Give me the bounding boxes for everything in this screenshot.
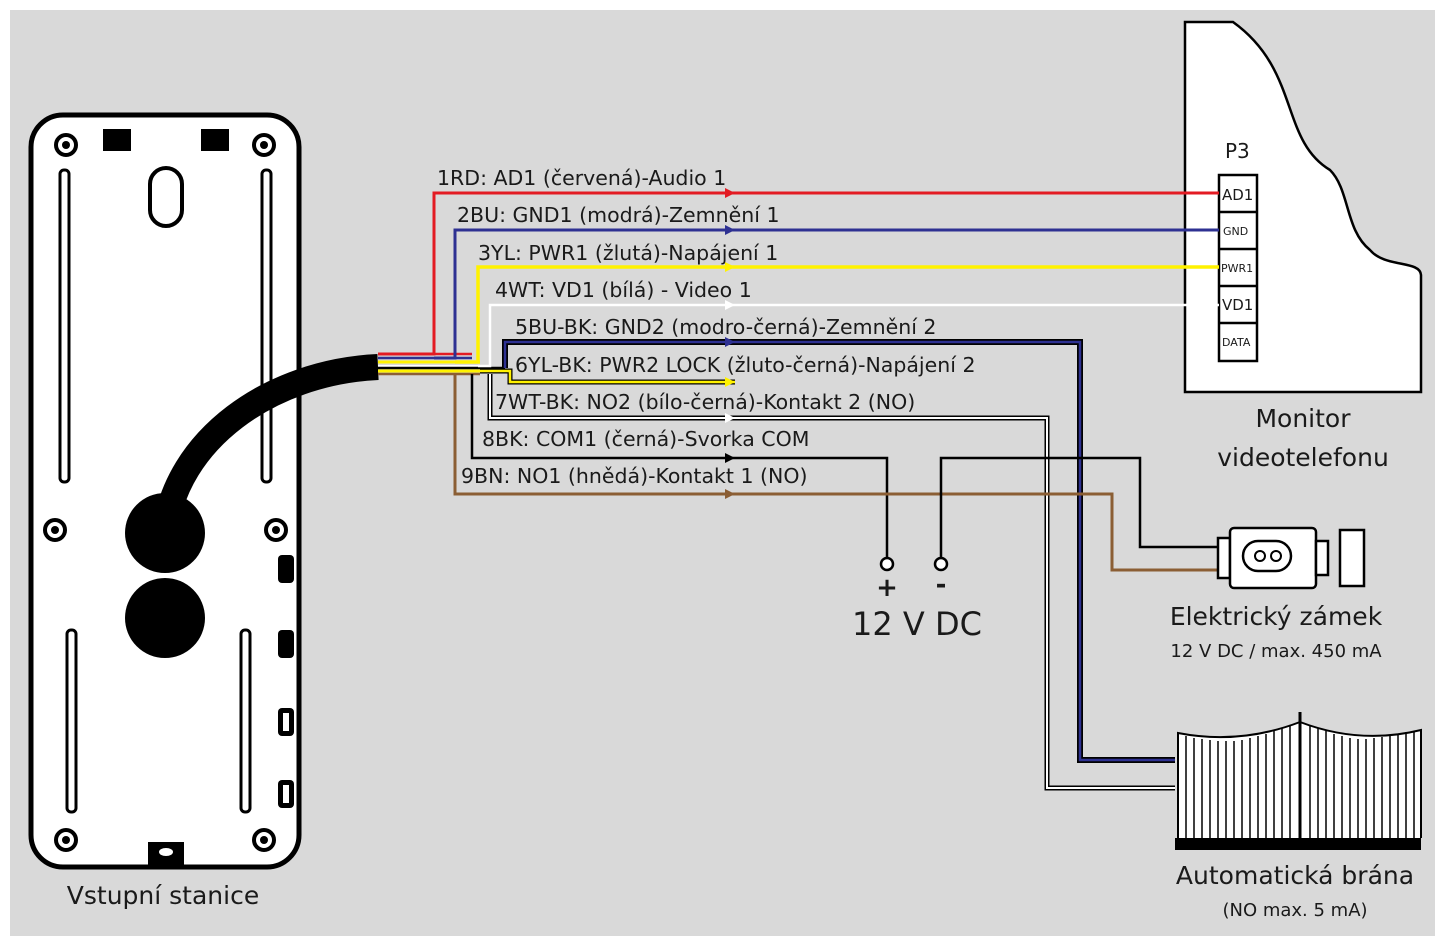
gate-spec: (NO max. 5 mA): [1222, 900, 1367, 921]
wire-power-minus: [939, 456, 1218, 558]
wire-2BU: [434, 228, 1219, 360]
monitor-caption-line1: Monitor: [1255, 404, 1351, 433]
monitor: [1183, 20, 1423, 394]
wire-9BN: [453, 374, 1218, 572]
power-label: 12 V DC: [852, 605, 982, 643]
wire-4WT: [478, 303, 1219, 368]
power-minus: -: [936, 570, 947, 600]
wire-label-2BU: 2BU: GND1 (modrá)-Zemnění 1: [457, 203, 780, 227]
screw-icon: [252, 133, 276, 157]
wire-label-5BU-BK: 5BU-BK: GND2 (modro-černá)-Zemnění 2: [515, 315, 936, 339]
station-caption: Vstupní stanice: [67, 881, 259, 910]
arrow-icons: [725, 188, 735, 499]
port-PWR1: PWR1: [1221, 262, 1253, 275]
port-GND: GND: [1223, 225, 1248, 238]
port-AD1: AD1: [1222, 186, 1253, 204]
wire-label-4WT: 4WT: VD1 (bílá) - Video 1: [495, 278, 752, 302]
wire-3YL: [455, 265, 1219, 364]
wire-label-1RD: 1RD: AD1 (červená)-Audio 1: [437, 166, 726, 190]
lock-spec: 12 V DC / max. 450 mA: [1170, 641, 1382, 662]
monitor-caption-line2: videotelefonu: [1217, 443, 1389, 472]
screw-icon: [252, 828, 276, 852]
screw-icon: [54, 828, 78, 852]
wire-label-6YL-BK: 6YL-BK: PWR2 LOCK (žluto-černá)-Napájení…: [515, 353, 976, 377]
wire-label-3YL: 3YL: PWR1 (žlutá)-Napájení 1: [478, 241, 778, 265]
screw-icon: [54, 133, 78, 157]
entry-station: [28, 112, 379, 870]
screw-icon: [43, 518, 67, 542]
power-terminals: [879, 556, 949, 572]
connector-label: P3: [1225, 139, 1250, 163]
wire-8BK: [470, 374, 889, 558]
gate-caption: Automatická brána: [1176, 861, 1414, 890]
electric-lock-icon: [1216, 526, 1366, 590]
port-VD1: VD1: [1222, 296, 1253, 314]
wire-1RD: [378, 191, 1219, 356]
lock-caption: Elektrický zámek: [1170, 602, 1383, 631]
wire-label-7WT-BK: 7WT-BK: NO2 (bílo-černá)-Kontakt 2 (NO): [495, 390, 915, 414]
automatic-gate-icon: [1175, 712, 1422, 850]
wire-label-8BK: 8BK: COM1 (černá)-Svorka COM: [482, 427, 809, 451]
port-DATA: DATA: [1222, 336, 1251, 349]
screw-icon: [264, 518, 288, 542]
wire-label-9BN: 9BN: NO1 (hnědá)-Kontakt 1 (NO): [461, 464, 807, 488]
power-plus: +: [876, 573, 898, 603]
